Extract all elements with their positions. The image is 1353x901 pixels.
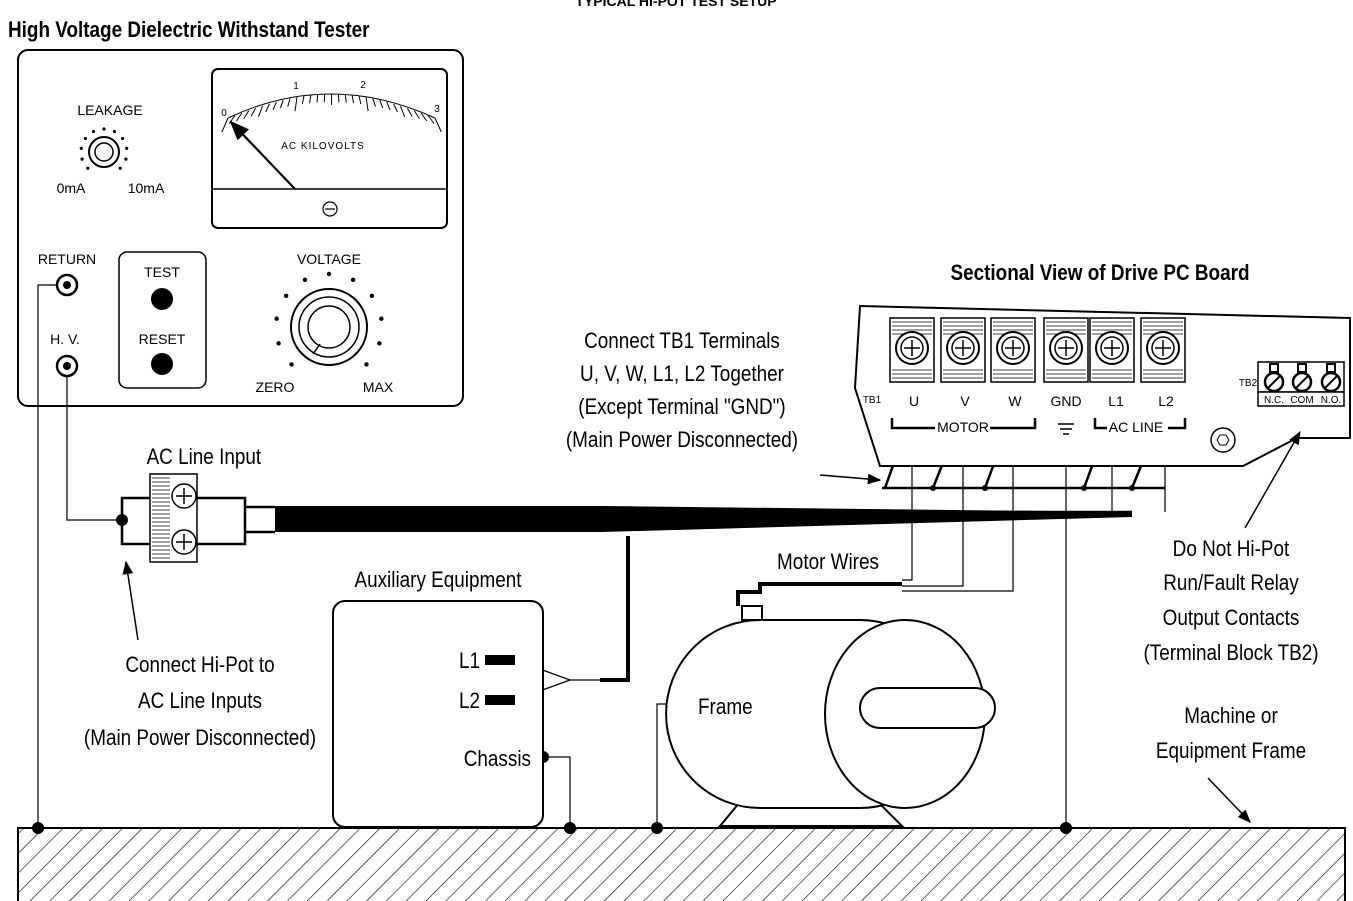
return-label: RETURN bbox=[38, 251, 96, 267]
acline-group-label: AC LINE bbox=[1109, 419, 1163, 435]
tb2-label: TB2 bbox=[1239, 378, 1258, 389]
meter-tick-0: 0 bbox=[221, 108, 227, 119]
note-do-not-hipot-line1: Do Not Hi-Pot bbox=[1173, 537, 1290, 562]
motor bbox=[665, 605, 996, 827]
tb2-com: COM bbox=[1290, 395, 1313, 406]
leakage-label: LEAKAGE bbox=[77, 102, 142, 118]
reset-label: RESET bbox=[139, 331, 186, 347]
aux-l1-label: L1 bbox=[459, 649, 480, 674]
tester-title: High Voltage Dielectric Withstand Tester bbox=[8, 18, 370, 43]
meter-tick-1: 1 bbox=[293, 81, 299, 92]
meter-tick-2: 2 bbox=[360, 80, 366, 91]
meter-tick-3: 3 bbox=[434, 104, 440, 115]
voltage-min-label: ZERO bbox=[256, 379, 295, 395]
hv-label: H. V. bbox=[50, 331, 80, 347]
auxiliary-title: Auxiliary Equipment bbox=[354, 568, 521, 593]
meter-label: AC KILOVOLTS bbox=[281, 141, 365, 152]
hv-jack[interactable] bbox=[55, 354, 79, 378]
meter-needle bbox=[229, 120, 296, 190]
tester: High Voltage Dielectric Withstand Tester… bbox=[8, 18, 464, 407]
ac-line-input-block bbox=[149, 473, 198, 563]
note-connect-tb1-line1: Connect TB1 Terminals bbox=[584, 329, 780, 354]
tb1-terminal-block bbox=[889, 317, 1186, 383]
note-connect-tb1-line4: (Main Power Disconnected) bbox=[566, 428, 798, 453]
pcb-terminal-u: U bbox=[909, 393, 919, 409]
note-connect-hipot: Connect Hi-Pot to AC Line Inputs (Main P… bbox=[84, 653, 316, 751]
leakage-knob[interactable] bbox=[79, 127, 129, 170]
note-connect-tb1-line3: (Except Terminal "GND") bbox=[578, 395, 785, 420]
note-connect-tb1: Connect TB1 Terminals U, V, W, L1, L2 To… bbox=[566, 329, 798, 453]
motor-frame-label: Frame bbox=[698, 695, 753, 720]
button-panel bbox=[118, 251, 207, 389]
test-button[interactable] bbox=[151, 288, 173, 310]
pcb-terminal-l2: L2 bbox=[1158, 393, 1174, 409]
motor-wires-label: Motor Wires bbox=[777, 550, 879, 575]
tb1-screw-4 bbox=[1089, 317, 1135, 383]
voltage-label: VOLTAGE bbox=[297, 251, 361, 267]
kilovolt-meter: 0 1 2 3 AC KILOVOLTS bbox=[211, 68, 448, 229]
ac-line-input-label: AC Line Input bbox=[147, 445, 262, 470]
machine-frame bbox=[17, 827, 1346, 901]
leakage-min-label: 0mA bbox=[57, 180, 86, 196]
note-machine-frame: Machine or Equipment Frame bbox=[1156, 704, 1306, 764]
group-brackets bbox=[890, 418, 1187, 430]
motor-group-label: MOTOR bbox=[937, 419, 989, 435]
pcb-terminal-l1: L1 bbox=[1108, 393, 1124, 409]
note-do-not-hipot-line2: Run/Fault Relay bbox=[1163, 571, 1299, 596]
note-connect-hipot-line2: AC Line Inputs bbox=[138, 689, 262, 714]
mounting-hole bbox=[1210, 427, 1236, 453]
note-do-not-hipot-line4: (Terminal Block TB2) bbox=[1143, 641, 1318, 666]
tb2-nc: N.C. bbox=[1264, 395, 1284, 406]
note-connect-tb1-line2: U, V, W, L1, L2 Together bbox=[580, 362, 784, 387]
aux-l2-label: L2 bbox=[459, 689, 480, 714]
tb2-screw-2 bbox=[1320, 363, 1342, 393]
note-do-not-hipot: Do Not Hi-Pot Run/Fault Relay Output Con… bbox=[1143, 537, 1318, 666]
pcb-terminal-gnd: GND bbox=[1050, 393, 1081, 409]
pcb-terminal-v: V bbox=[960, 393, 970, 409]
tb1-label: TB1 bbox=[863, 395, 882, 406]
note-connect-hipot-line3: (Main Power Disconnected) bbox=[84, 726, 316, 751]
voltage-knob[interactable] bbox=[274, 271, 384, 367]
tb1-screw-1 bbox=[940, 317, 986, 383]
main-cable bbox=[275, 506, 1132, 532]
note-do-not-hipot-line3: Output Contacts bbox=[1163, 606, 1300, 631]
tb2-screw-0 bbox=[1263, 363, 1285, 393]
note-connect-hipot-line1: Connect Hi-Pot to bbox=[125, 653, 274, 678]
tb2-relay-block bbox=[1257, 361, 1345, 407]
leakage-max-label: 10mA bbox=[128, 180, 165, 196]
tb2-no: N.O. bbox=[1321, 395, 1342, 406]
page-title: TYPICAL HI-POT TEST SETUP bbox=[575, 0, 776, 9]
ground-symbol bbox=[1058, 423, 1074, 435]
tb1-screw-0 bbox=[889, 317, 935, 383]
tb1-screw-3 bbox=[1043, 317, 1089, 383]
pcb-terminal-w: W bbox=[1008, 393, 1022, 409]
test-label: TEST bbox=[144, 264, 180, 280]
tb1-screw-5 bbox=[1140, 317, 1186, 383]
aux-l2-terminal bbox=[485, 695, 515, 705]
return-jack[interactable] bbox=[55, 273, 79, 297]
pointer-arrows bbox=[122, 430, 1301, 823]
voltage-max-label: MAX bbox=[363, 379, 394, 395]
note-machine-frame-line1: Machine or bbox=[1184, 704, 1278, 729]
aux-chassis-label: Chassis bbox=[464, 747, 531, 772]
auxiliary-box bbox=[332, 600, 544, 828]
note-machine-frame-line2: Equipment Frame bbox=[1156, 739, 1306, 764]
reset-button[interactable] bbox=[151, 353, 173, 375]
pcb-title: Sectional View of Drive PC Board bbox=[950, 261, 1249, 286]
tb1-screw-2 bbox=[990, 317, 1036, 383]
tb2-screw-1 bbox=[1291, 363, 1313, 393]
aux-l1-terminal bbox=[485, 655, 515, 665]
